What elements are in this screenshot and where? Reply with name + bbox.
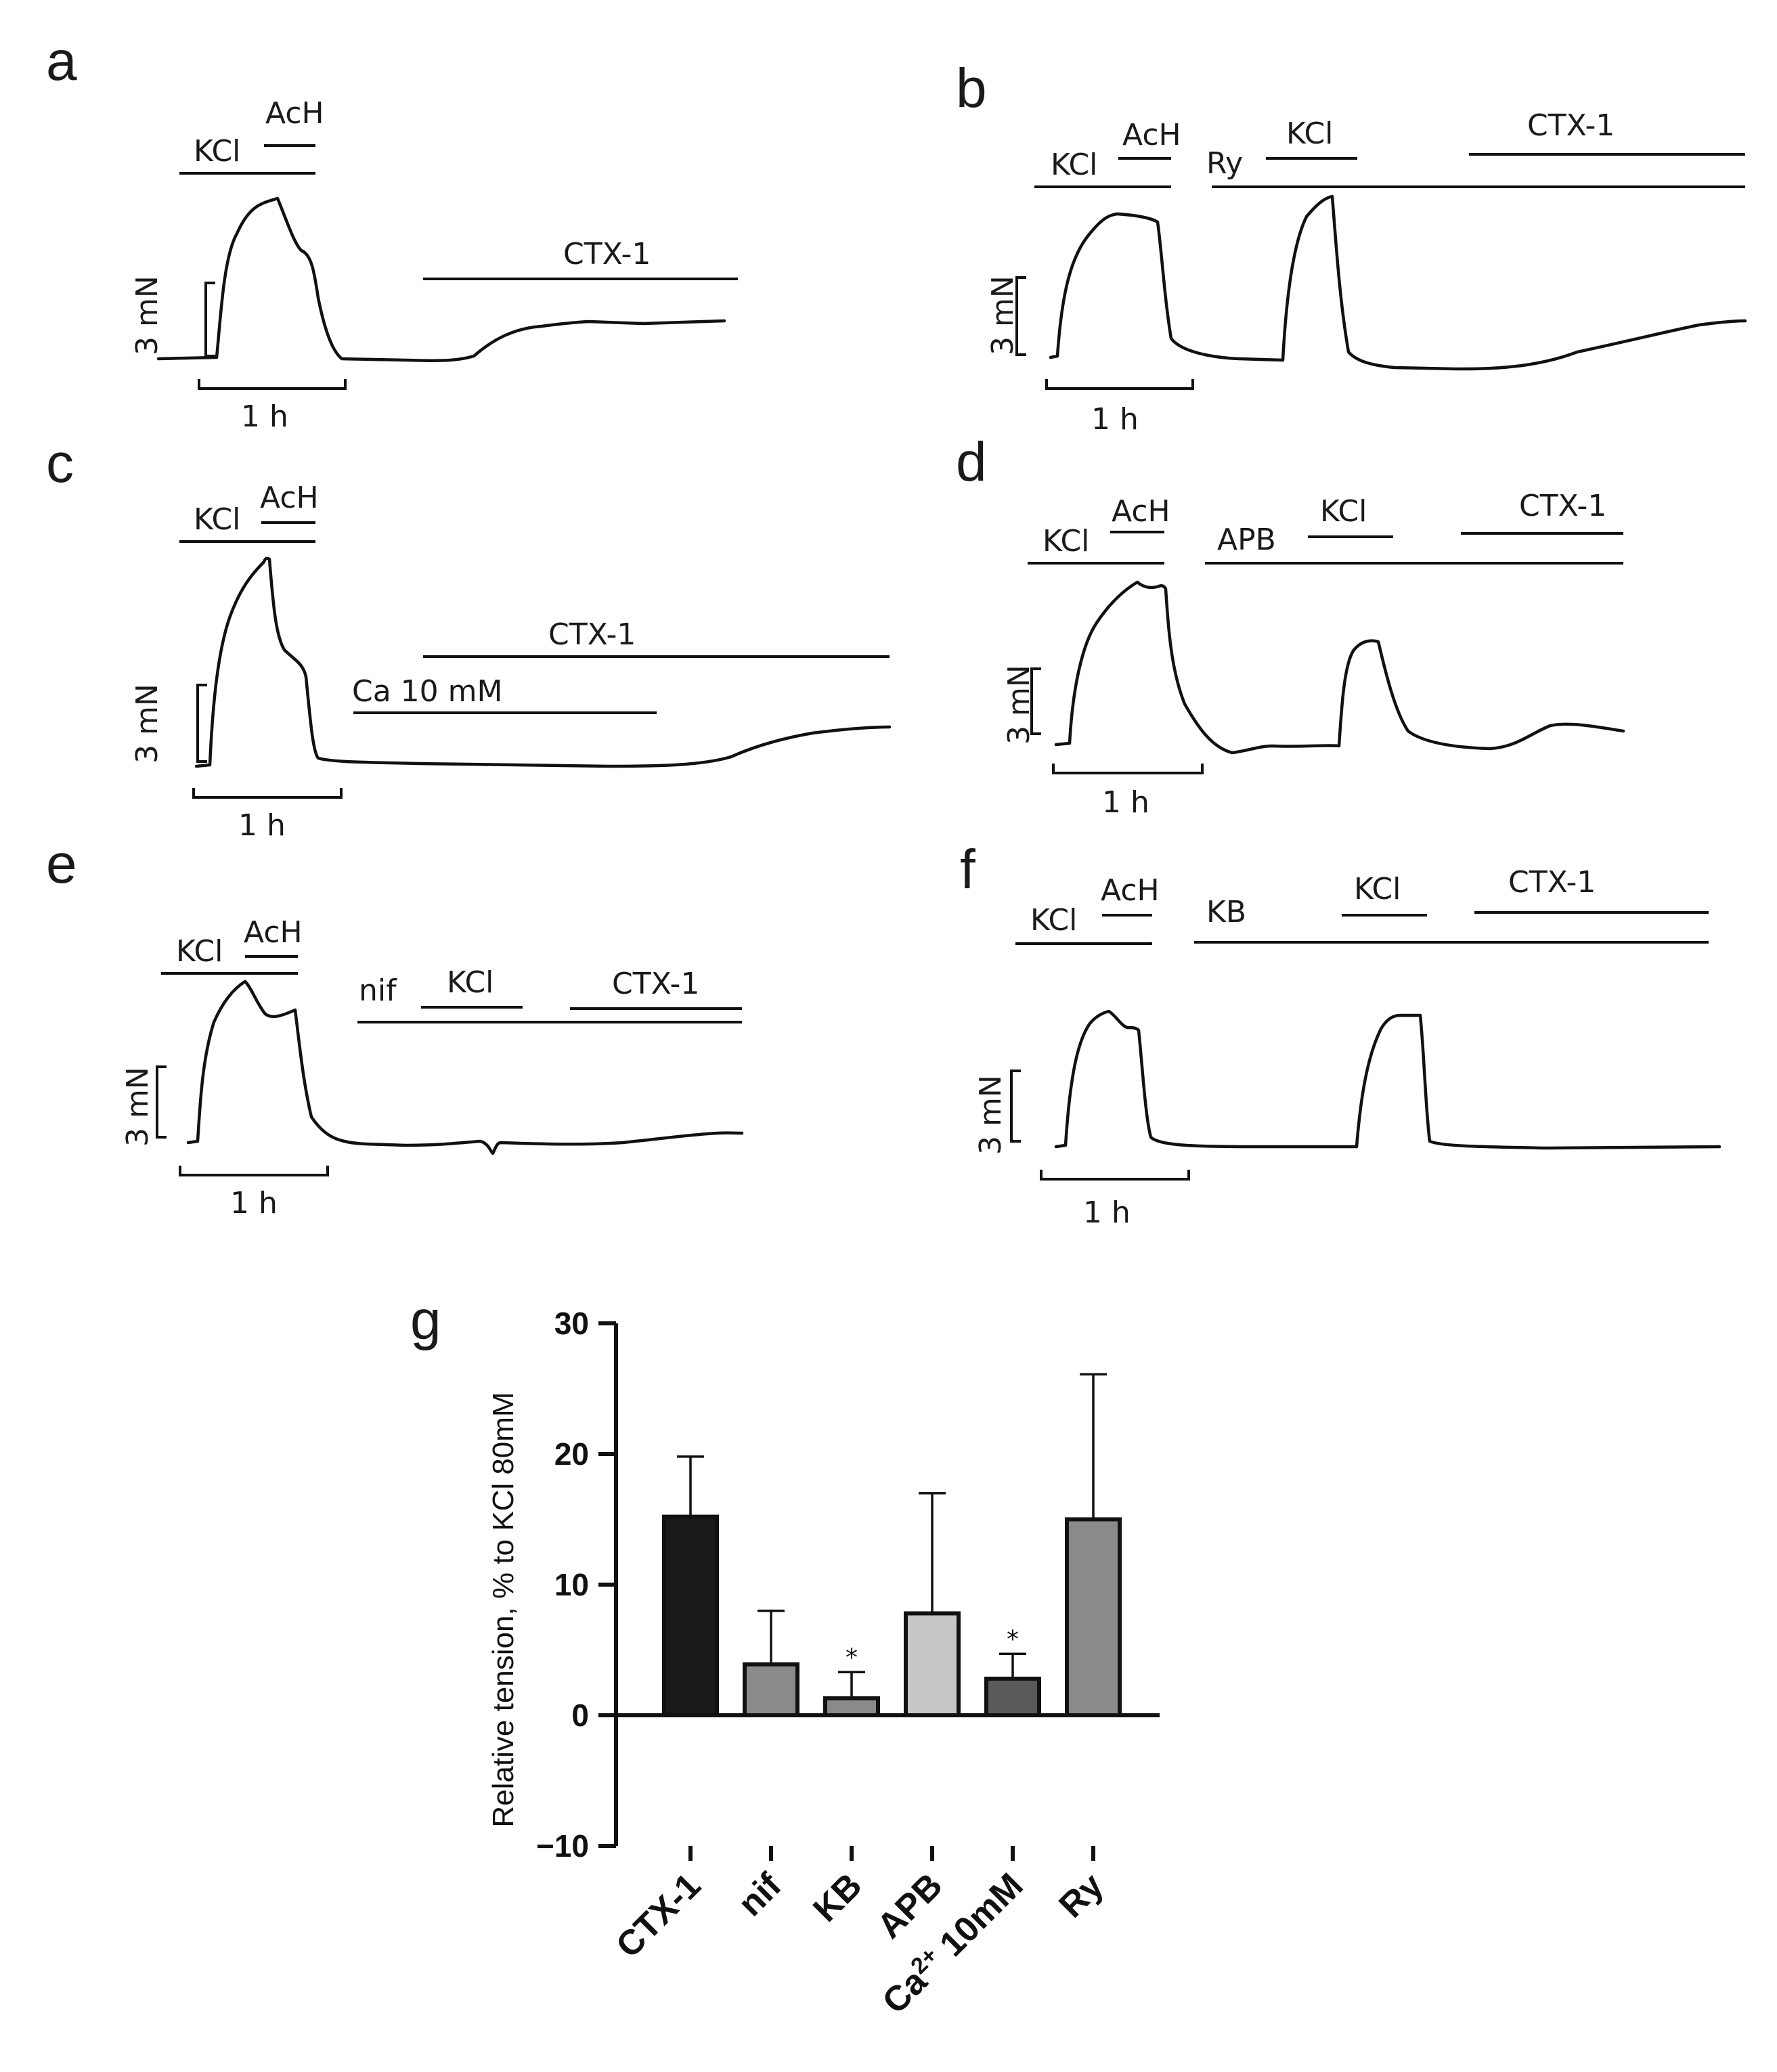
ctx-label: CTX-1 bbox=[563, 237, 651, 271]
kcl2-label: KCl bbox=[447, 965, 493, 1000]
y-axis-label: Relative tension, % to KCl 80mM bbox=[487, 1392, 520, 1827]
x-scale-bar-e bbox=[179, 1166, 329, 1176]
tension-trace-c bbox=[194, 556, 892, 768]
x-scale-bar-c bbox=[192, 788, 343, 799]
y-scale-label-b: 3 mN bbox=[986, 275, 1020, 355]
ach-label: AcH bbox=[1101, 873, 1160, 908]
y-scale-bar-e bbox=[156, 1065, 167, 1139]
x-scale-bar-b bbox=[1045, 379, 1194, 390]
y-tick-label: 30 bbox=[554, 1306, 589, 1341]
y-axis-ticks: 30 20 10 0 −10 bbox=[536, 1306, 616, 1864]
x-scale-label-a: 1 h bbox=[241, 399, 288, 434]
kcl2-label: KCl bbox=[1320, 494, 1367, 529]
panel-letter-g: g bbox=[410, 1290, 441, 1351]
bar bbox=[984, 1676, 1041, 1717]
panel-letter-c: c bbox=[46, 433, 74, 494]
drug-label: KB bbox=[1206, 895, 1246, 929]
category-label: Ry bbox=[1051, 1866, 1111, 1925]
kcl-label: KCl bbox=[194, 134, 240, 169]
x-scale-bar-f bbox=[1040, 1170, 1190, 1181]
kcl-label: KCl bbox=[1030, 903, 1077, 938]
bar bbox=[823, 1696, 880, 1717]
panel-d: d KCl AcH APB KCl CTX-1 3 mN 1 h bbox=[956, 431, 1625, 820]
ach-label: AcH bbox=[1122, 118, 1181, 152]
y-tick-label: 20 bbox=[554, 1436, 589, 1472]
panel-e: e KCl AcH nif KCl CTX-1 3 mN 1 h bbox=[46, 833, 744, 1220]
ctx-label: CTX-1 bbox=[1508, 865, 1596, 900]
x-scale-label-f: 1 h bbox=[1083, 1195, 1131, 1230]
panel-a: a KCl AcH CTX-1 3 mN 1 h bbox=[46, 30, 738, 434]
drug-label: APB bbox=[1217, 523, 1276, 557]
ctx-label: CTX-1 bbox=[612, 967, 699, 1001]
kcl-label: KCl bbox=[176, 934, 223, 969]
tension-trace-a bbox=[156, 196, 726, 362]
y-scale-bar-f bbox=[1010, 1070, 1021, 1143]
ctx-label: CTX-1 bbox=[1527, 108, 1615, 143]
x-scale-label-e: 1 h bbox=[230, 1186, 278, 1220]
x-scale-label-b: 1 h bbox=[1091, 402, 1139, 437]
panel-letter-d: d bbox=[956, 431, 987, 493]
y-scale-bar-a bbox=[204, 282, 215, 357]
ctx-label: CTX-1 bbox=[548, 617, 636, 652]
tension-trace-e bbox=[186, 979, 744, 1155]
tension-trace-f bbox=[1054, 1009, 1721, 1150]
kcl2-label: KCl bbox=[1354, 872, 1401, 906]
ctx-label: CTX-1 bbox=[1519, 489, 1606, 523]
bars: ** bbox=[662, 1373, 1122, 1717]
panel-b: b KCl AcH Ry KCl CTX-1 3 mN 1 h bbox=[956, 58, 1747, 437]
ach-label: AcH bbox=[1112, 494, 1170, 529]
panel-letter-a: a bbox=[46, 30, 77, 92]
panel-f: f KCl AcH KB KCl CTX-1 3 mN 1 h bbox=[960, 839, 1721, 1230]
ach-label: AcH bbox=[265, 96, 324, 131]
bar bbox=[743, 1662, 799, 1717]
panel-letter-f: f bbox=[960, 839, 975, 900]
y-scale-label-f: 3 mN bbox=[973, 1075, 1008, 1155]
tension-trace-b bbox=[1049, 194, 1747, 371]
y-scale-label-c: 3 mN bbox=[130, 684, 164, 764]
category-label: KB bbox=[806, 1866, 869, 1929]
ach-label: AcH bbox=[244, 915, 303, 950]
kcl-label: KCl bbox=[1043, 524, 1089, 558]
kcl2-label: KCl bbox=[1286, 116, 1333, 151]
bar bbox=[1065, 1517, 1122, 1717]
panel-letter-e: e bbox=[46, 833, 77, 895]
panel-letter-b: b bbox=[956, 58, 987, 119]
category-label: CTX-1 bbox=[609, 1866, 708, 1965]
y-scale-label-e: 3 mN bbox=[120, 1067, 155, 1147]
drug-label: nif bbox=[359, 973, 397, 1008]
y-tick-label: −10 bbox=[536, 1828, 589, 1864]
ca-label: Ca 10 mM bbox=[352, 674, 502, 709]
y-scale-label-a: 3 mN bbox=[130, 275, 164, 355]
significance-star: * bbox=[846, 1644, 858, 1671]
ach-label: AcH bbox=[260, 481, 319, 515]
significance-star: * bbox=[1007, 1625, 1019, 1653]
bar bbox=[904, 1611, 961, 1717]
panel-c: c KCl AcH CTX-1 Ca 10 mM 3 mN 1 h bbox=[46, 433, 892, 843]
bar bbox=[662, 1514, 719, 1717]
tension-trace-d bbox=[1054, 580, 1625, 755]
kcl-label: KCl bbox=[1051, 148, 1097, 182]
y-scale-bar-b bbox=[1015, 276, 1026, 356]
x-scale-bar-a bbox=[198, 379, 347, 390]
y-tick-label: 10 bbox=[554, 1567, 589, 1602]
y-scale-bar-c bbox=[196, 684, 207, 763]
panel-g: g Relative tension, % to KCl 80mM 30 20 10… bbox=[410, 1290, 1160, 2021]
drug-label: Ry bbox=[1206, 146, 1243, 181]
kcl-label: KCl bbox=[194, 502, 240, 537]
y-scale-label-d: 3 mN bbox=[1002, 665, 1036, 745]
y-scale-bar-d bbox=[1030, 667, 1041, 735]
x-scale-label-d: 1 h bbox=[1102, 785, 1149, 820]
x-scale-bar-d bbox=[1052, 764, 1204, 774]
category-label: nif bbox=[731, 1866, 789, 1924]
y-tick-label: 0 bbox=[571, 1698, 589, 1733]
x-scale-label-c: 1 h bbox=[238, 808, 286, 843]
